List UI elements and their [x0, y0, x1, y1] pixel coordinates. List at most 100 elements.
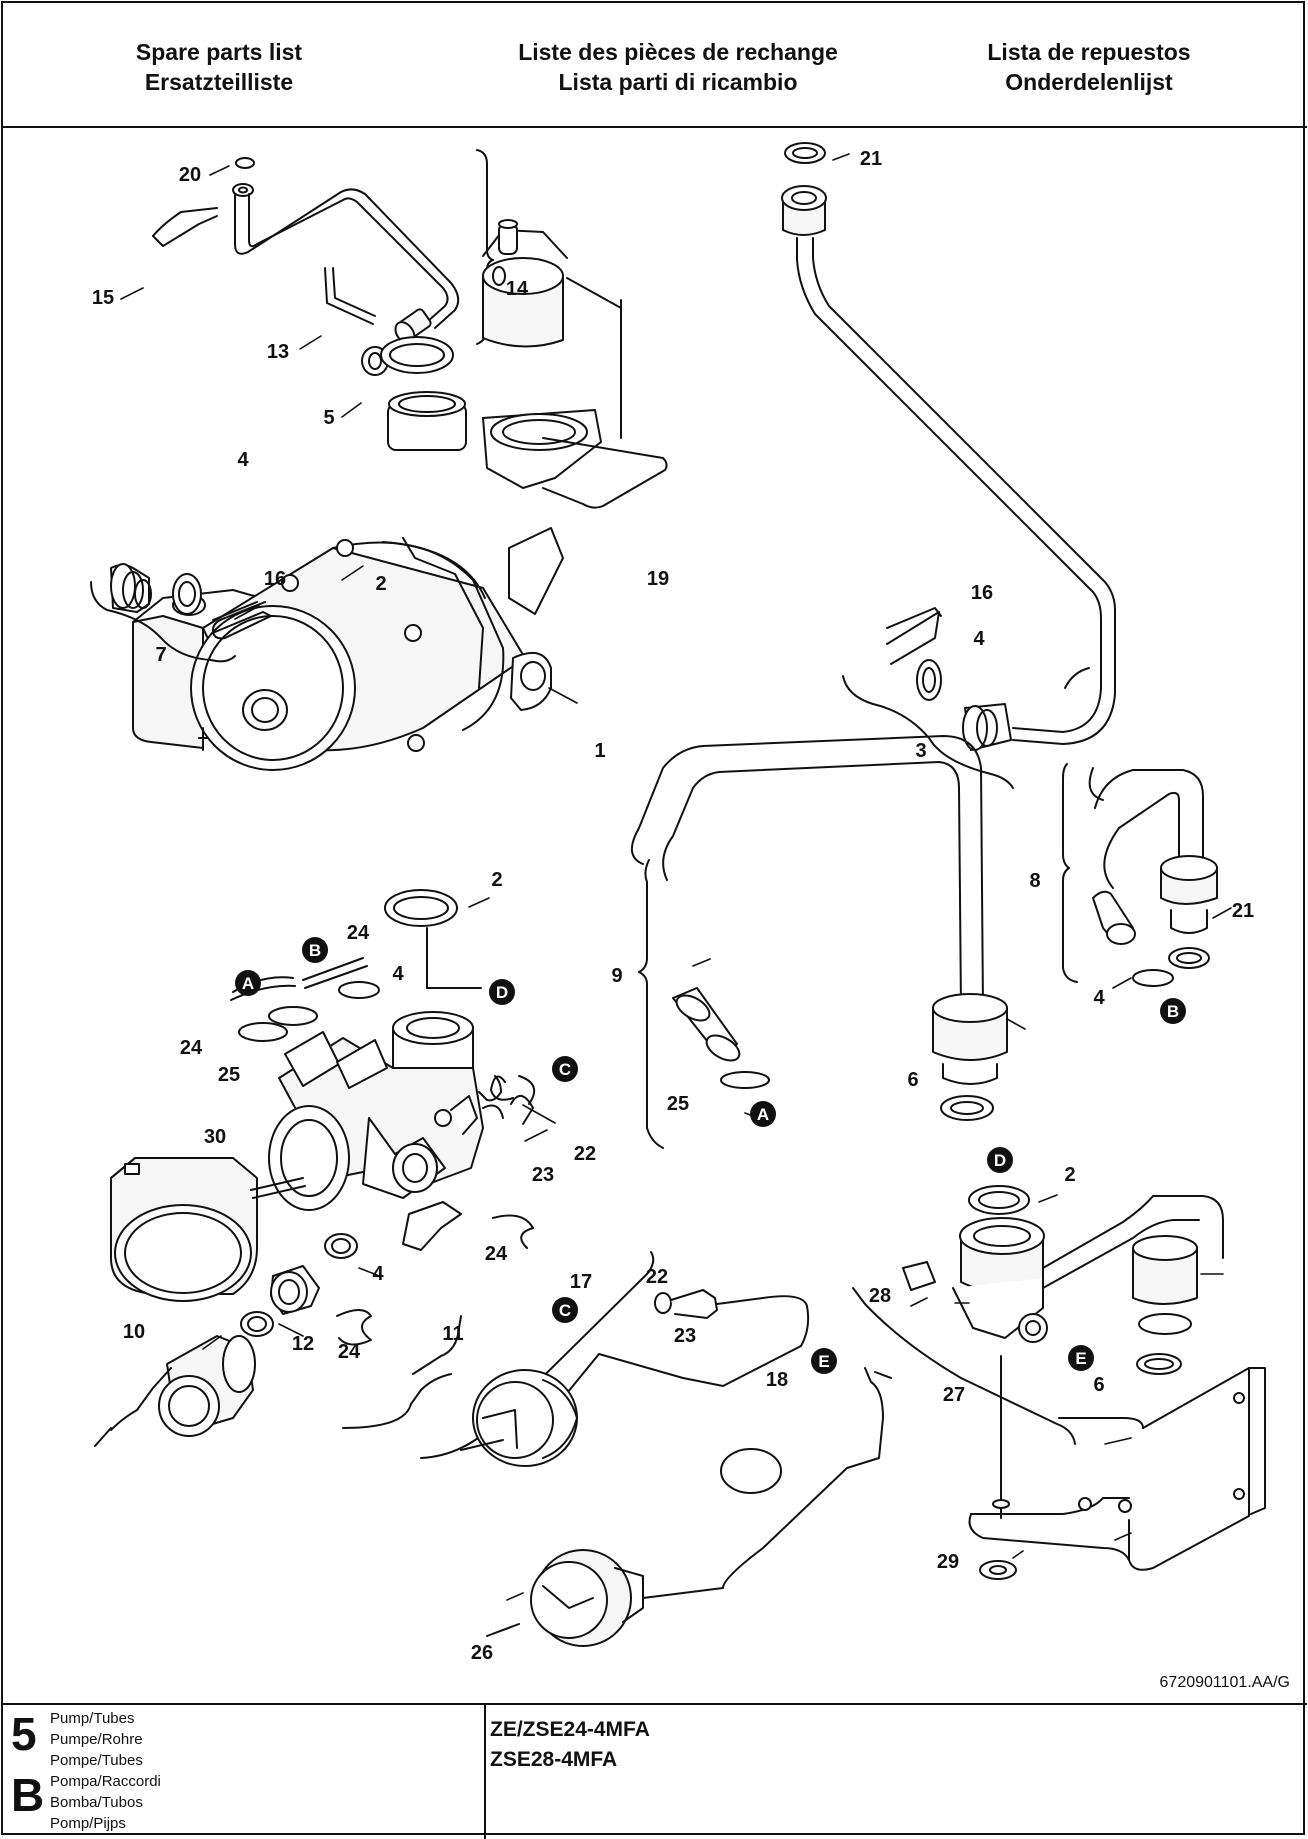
part-callout-15: 15	[92, 287, 114, 309]
part-callout-24: 24	[180, 1037, 203, 1059]
connection-marker-d: D	[489, 979, 515, 1005]
air-vent-19-drawing	[380, 219, 622, 439]
part-callout-12: 12	[292, 1333, 314, 1355]
pipe-8-drawing	[1062, 667, 1218, 987]
part-callout-16: 16	[971, 582, 993, 604]
part-callout-22: 22	[574, 1143, 596, 1165]
connection-marker-a: A	[235, 970, 261, 996]
part-callout-6: 6	[907, 1069, 918, 1091]
part-callout-24: 24	[338, 1341, 361, 1363]
fittings-10-12-drawing	[94, 1214, 655, 1459]
marker-disc	[750, 1101, 776, 1127]
cover-30-drawing	[110, 1157, 306, 1302]
page-footer: 5 B Pump/Tubes Pumpe/Rohre Pompe/Tubes P…	[3, 1703, 1307, 1839]
part-callout-18: 18	[766, 1369, 788, 1391]
part-callout-4: 4	[1093, 987, 1105, 1009]
marker-disc	[302, 937, 328, 963]
connection-marker-c: C	[552, 1056, 578, 1082]
gauges-18-26-drawing	[460, 1289, 892, 1647]
connection-marker-e: E	[811, 1348, 837, 1374]
part-callout-10: 10	[123, 1321, 145, 1343]
part-callout-17: 17	[570, 1271, 592, 1293]
part-callout-8: 8	[1029, 870, 1040, 892]
marker-disc	[235, 970, 261, 996]
part-callout-13: 13	[267, 341, 289, 363]
description-fr: Pompe/Tubes	[50, 1752, 143, 1769]
page-header: Spare parts list Ersatzteilliste Liste d…	[3, 3, 1307, 128]
part-callout-24: 24	[347, 922, 370, 944]
description-de: Pumpe/Rohre	[50, 1731, 143, 1748]
part-callout-21: 21	[860, 148, 882, 170]
marker-letter: C	[559, 1301, 571, 1320]
header-title-fr-it: Liste des pièces de rechange Lista parti…	[468, 37, 888, 97]
header-title-de: Ersatzteilliste	[144, 69, 294, 95]
connection-marker-a: A	[750, 1101, 776, 1127]
part-callout-4: 4	[973, 628, 985, 650]
marker-letter: A	[242, 974, 254, 993]
part-callout-11: 11	[442, 1323, 463, 1345]
marker-disc	[1160, 998, 1186, 1024]
seal-2-lower	[384, 889, 458, 927]
part-callout-19: 19	[647, 568, 669, 590]
connection-marker-d: D	[987, 1147, 1013, 1173]
part-callout-1: 1	[594, 740, 605, 762]
part-callout-14: 14	[506, 278, 529, 300]
header-title-es-nl: Lista de repuestos Onderdelenlijst	[879, 37, 1299, 97]
part-callout-2: 2	[1064, 1164, 1075, 1186]
valve-block-17-drawing	[230, 957, 536, 1251]
part-callout-4: 4	[392, 963, 404, 985]
description-it: Pompa/Raccordi	[50, 1773, 161, 1790]
marker-letter: B	[1167, 1002, 1179, 1021]
part-callout-25: 25	[218, 1064, 240, 1086]
document-reference: 6720901101.AA/G	[1159, 1674, 1290, 1691]
model-2: ZSE28-4MFA	[490, 1748, 618, 1771]
marker-disc	[552, 1056, 578, 1082]
connection-marker-b: B	[1160, 998, 1186, 1024]
callout-leaders	[120, 153, 1232, 1601]
description-en: Pump/Tubes	[50, 1710, 135, 1727]
part-callout-20: 20	[179, 164, 201, 186]
marker-disc	[1068, 1345, 1094, 1371]
model-1: ZE/ZSE24-4MFA	[490, 1718, 650, 1741]
header-title-it: Lista parti di ricambio	[558, 69, 798, 95]
section-letter: B	[11, 1769, 45, 1821]
marker-disc	[811, 1348, 837, 1374]
part-callout-3: 3	[915, 740, 926, 762]
part-callout-25: 25	[667, 1093, 689, 1115]
part-callout-21: 21	[1232, 900, 1254, 922]
part-callout-2: 2	[491, 869, 502, 891]
header-title-en: Spare parts list	[135, 39, 303, 65]
section-descriptions: Pump/Tubes Pumpe/Rohre Pompe/Tubes Pompa…	[50, 1708, 161, 1834]
connector-7-drawing	[90, 563, 272, 663]
valve-27-drawing	[852, 1185, 1266, 1580]
part-callout-28: 28	[869, 1285, 891, 1307]
marker-disc	[987, 1147, 1013, 1173]
connection-marker-e: E	[1068, 1345, 1094, 1371]
marker-letter: E	[818, 1352, 829, 1371]
header-title-nl: Onderdelenlijst	[1005, 69, 1173, 95]
part-callout-26: 26	[471, 1642, 493, 1664]
section-number: 5	[11, 1708, 37, 1760]
marker-letter: A	[757, 1105, 769, 1124]
marker-disc	[552, 1297, 578, 1323]
part-callout-6: 6	[1093, 1374, 1104, 1396]
pump-1-drawing	[132, 391, 668, 771]
part-callout-30: 30	[204, 1126, 226, 1148]
pipe-9-drawing	[631, 735, 1008, 1149]
marker-letter: E	[1075, 1349, 1086, 1368]
header-title-fr: Liste des pièces de rechange	[518, 39, 838, 65]
part-callout-7: 7	[155, 644, 166, 666]
part-callout-4: 4	[237, 449, 249, 471]
marker-letter: D	[994, 1151, 1006, 1170]
part-callout-23: 23	[532, 1164, 554, 1186]
part-callout-29: 29	[937, 1551, 959, 1573]
model-list: ZE/ZSE24-4MFA ZSE28-4MFA	[490, 1715, 650, 1775]
marker-disc	[489, 979, 515, 1005]
marker-letter: B	[309, 941, 321, 960]
part-callout-24: 24	[485, 1243, 508, 1265]
part-callout-9: 9	[611, 965, 622, 987]
part-callout-4: 4	[372, 1263, 384, 1285]
marker-letter: D	[496, 983, 508, 1002]
